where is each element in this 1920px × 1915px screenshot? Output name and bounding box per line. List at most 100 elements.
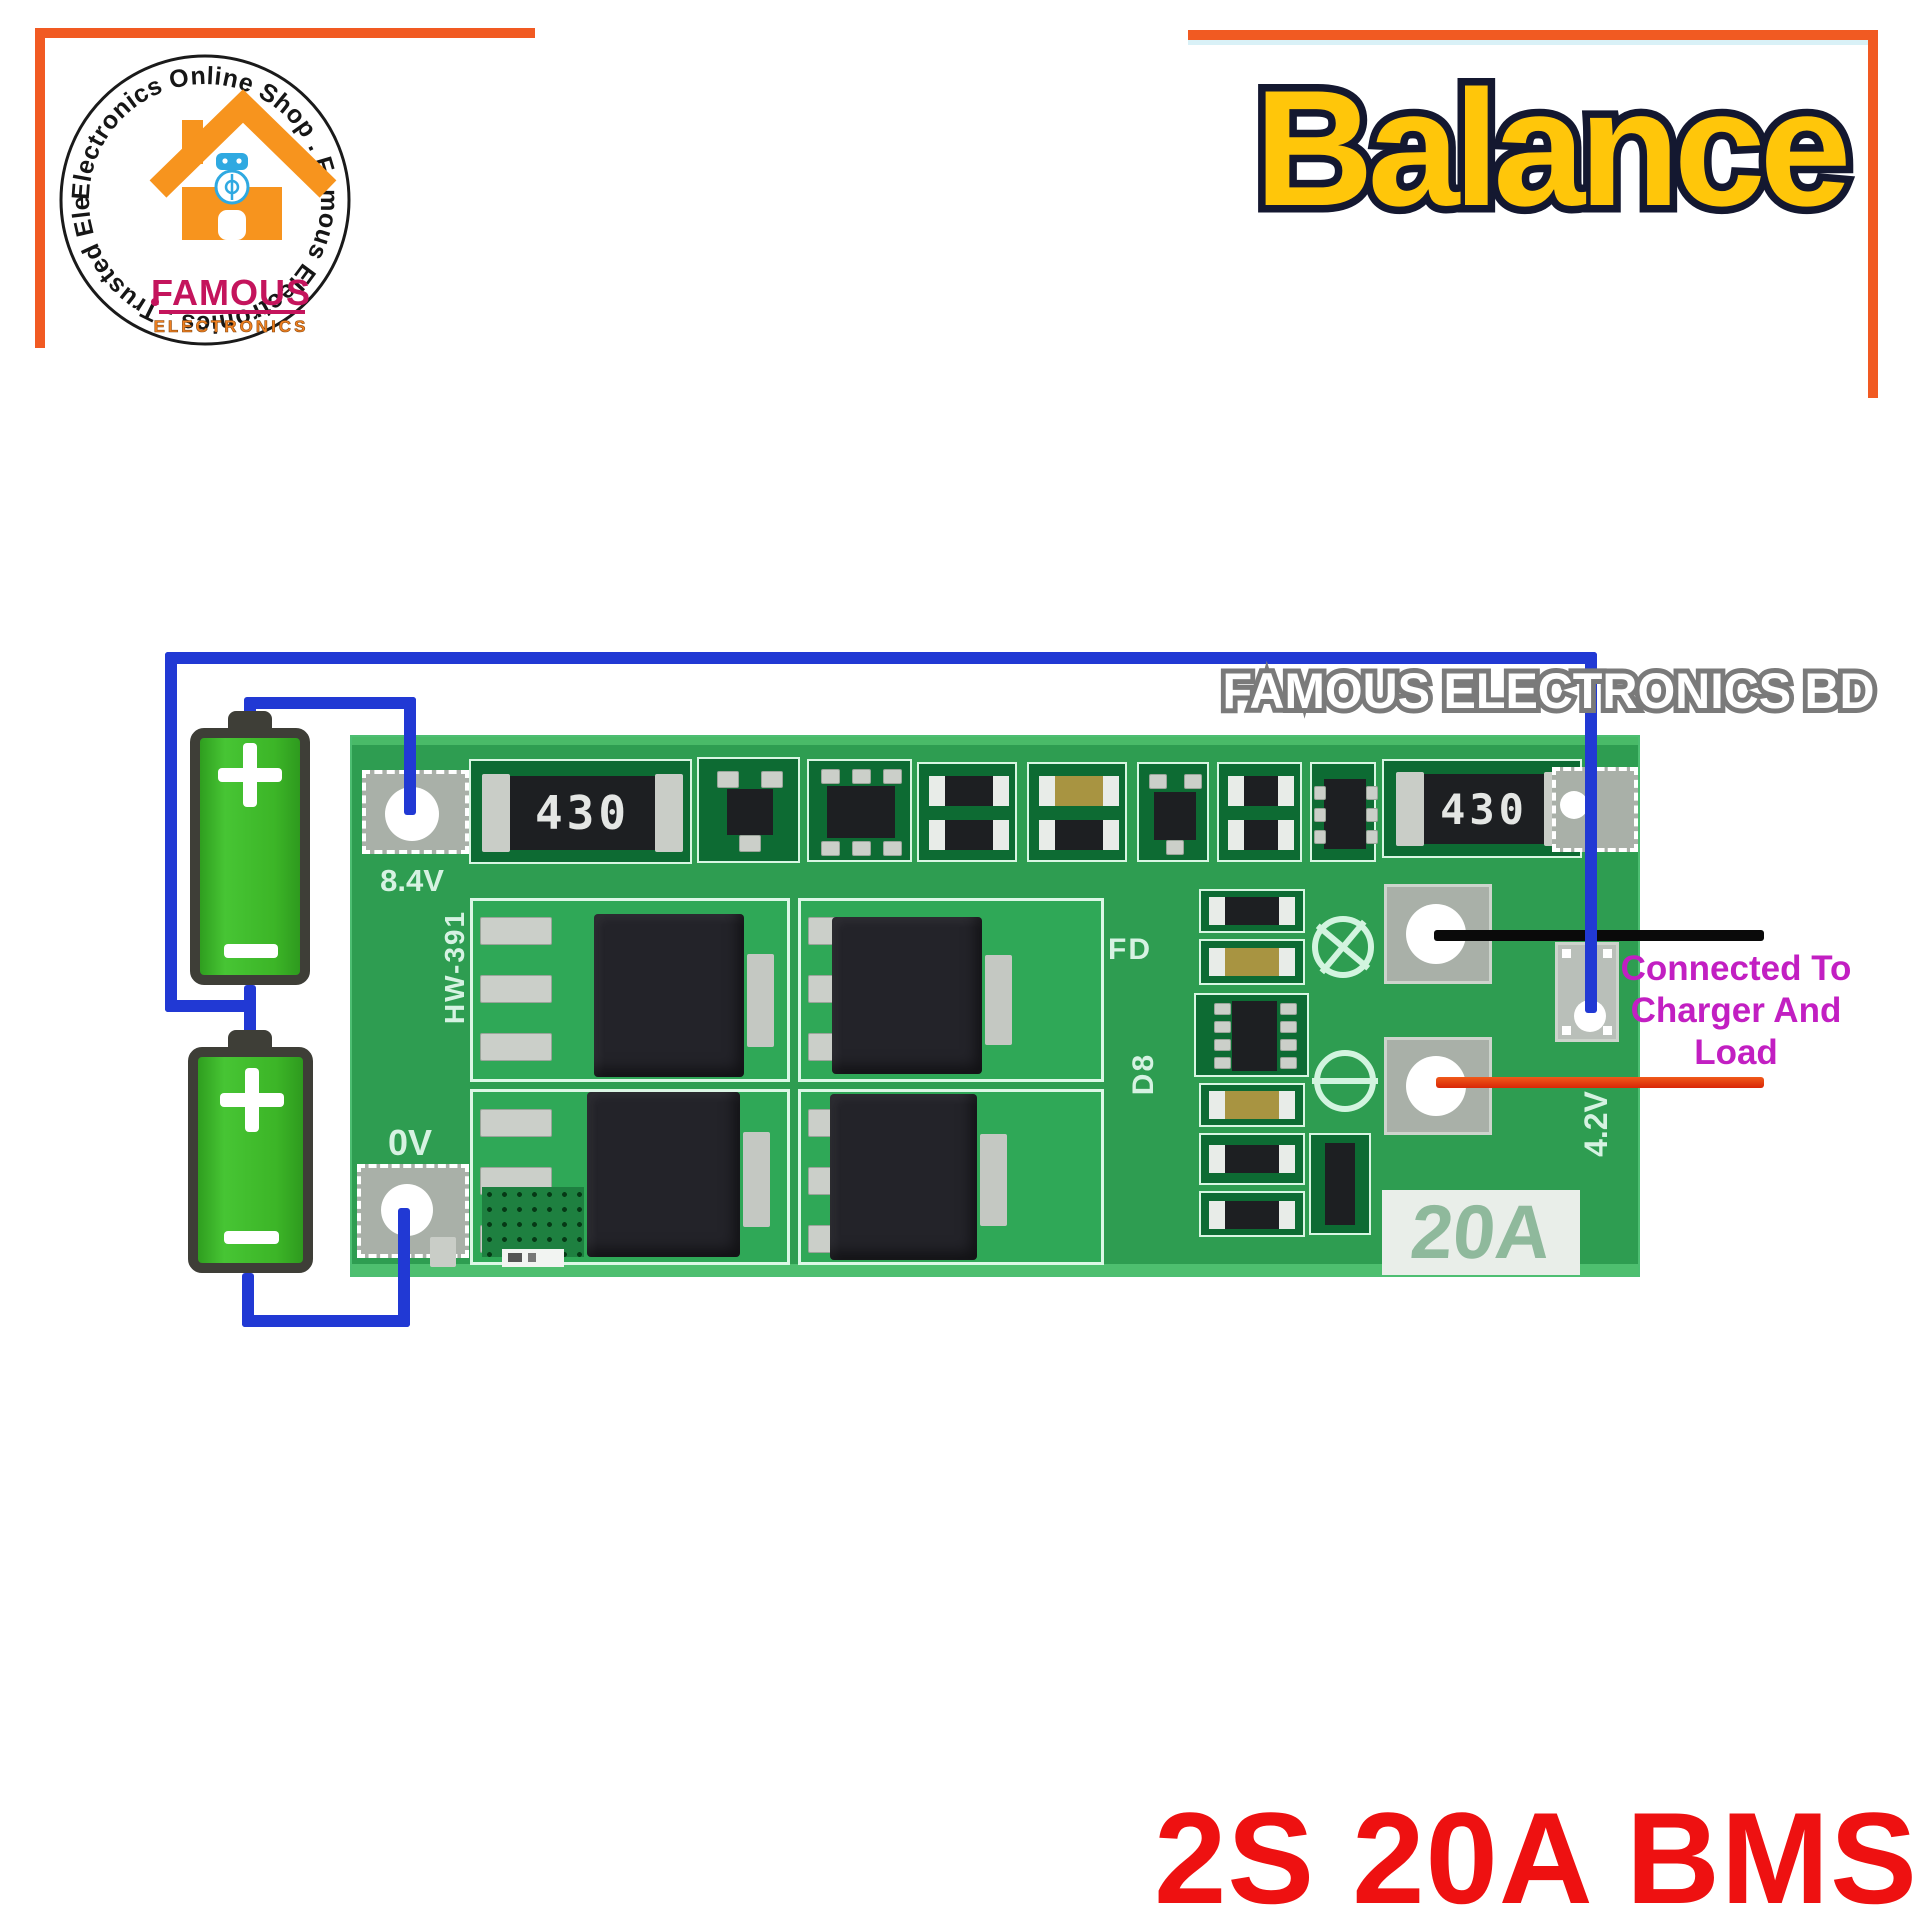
board-top-edge [352, 737, 1638, 745]
label-8v4: 8.4V [380, 863, 444, 898]
wire-blue-into-0vpad [398, 1208, 410, 1327]
resistor-cap [1396, 772, 1424, 846]
transistor-sot23-left [697, 757, 800, 863]
smd-pad [1280, 1021, 1297, 1033]
mosfet [830, 1094, 977, 1260]
smd-pad [1366, 786, 1378, 800]
annotation-line: Connected To [1620, 949, 1852, 988]
ic-body [1324, 779, 1366, 849]
mosfet-tab [747, 954, 774, 1047]
label-d8: D8 [1127, 1052, 1160, 1096]
pad-corner-dot [1603, 1026, 1612, 1035]
frame-right-line [1868, 30, 1878, 398]
smd-pad [883, 769, 902, 784]
smd-pad [852, 841, 871, 856]
resistor-value: 430 [534, 786, 631, 840]
label-model: HW-391 [439, 909, 470, 1025]
wire-blue-outer-left [165, 652, 177, 1012]
minus-symbol [224, 1231, 279, 1244]
smd-pad [1184, 774, 1202, 789]
brand-subname: ELECTRONICS [154, 317, 309, 336]
ic-body [827, 786, 895, 838]
smd-pad [1280, 1057, 1297, 1069]
screw-minus-icon [1312, 1050, 1378, 1112]
mosfet-pin [480, 917, 552, 945]
wire-blue-outer-right [1585, 652, 1597, 1013]
smd-resistor [1199, 1133, 1305, 1185]
pad-top-right-hole [1560, 791, 1588, 819]
smd-pad [739, 835, 761, 852]
smd-pad [1214, 1021, 1231, 1033]
smd-pad [1166, 840, 1184, 855]
smd-resistor [1039, 820, 1119, 850]
smd-pad [1214, 1039, 1231, 1051]
smd-resistor [1228, 776, 1294, 806]
smd-resistor-body [1325, 1143, 1355, 1225]
brand-underline [159, 310, 305, 314]
smd-pad [1314, 786, 1326, 800]
wire-red-pplus [1436, 1077, 1764, 1088]
pad-corner-dot [1562, 1026, 1571, 1035]
smd-pad [1314, 808, 1326, 822]
resistor-cap [482, 774, 510, 852]
smd-pad [1366, 830, 1378, 844]
product-title: 2S 20A BMS [1154, 1785, 1917, 1915]
battery2-terminal [228, 1030, 272, 1052]
ic-sot6-left [807, 759, 912, 862]
board-bottom-edge [352, 1264, 1638, 1275]
resistor-value: 430 [1440, 784, 1528, 834]
robot-icon [216, 153, 248, 170]
watermark: FAMOUS ELECTRONICS BD [1218, 658, 1880, 724]
headline-balance-text: Balance [1255, 56, 1847, 240]
smd-resistor-body [1209, 948, 1295, 976]
annotation-line: Load [1694, 1033, 1778, 1072]
smd-pad [1280, 1003, 1297, 1015]
smd-group-a [917, 762, 1017, 862]
label-fd: FD [1108, 933, 1152, 966]
smd-pad [1149, 774, 1167, 789]
smd-resistor [1199, 1083, 1305, 1127]
mosfet [587, 1092, 740, 1257]
smd-resistor [1199, 889, 1305, 933]
target-emblem-icon [214, 169, 250, 205]
wire-blue-inner-top [244, 697, 416, 709]
mosfet-tab [743, 1132, 770, 1227]
smd-pad [1366, 808, 1378, 822]
smd-pad [821, 769, 840, 784]
smd-pad [821, 841, 840, 856]
via-dot-region [482, 1187, 584, 1257]
smd-resistor-body [1209, 1091, 1295, 1119]
smd-resistor [1199, 939, 1305, 985]
smd-pad [1314, 830, 1326, 844]
headline-balance: Balance [1247, 49, 1860, 248]
mosfet-tab [980, 1134, 1007, 1226]
transistor-body [1154, 792, 1196, 840]
frame-top-right-line [1188, 30, 1878, 40]
transistor-sot23-right [1137, 762, 1209, 862]
wire-black-pminus [1434, 930, 1764, 941]
wire-blue-bottom [242, 1315, 410, 1327]
wire-blue-outer-top [165, 652, 1597, 664]
smd-resistor [929, 820, 1009, 850]
product-title-text: 2S 20A BMS [1154, 1785, 1918, 1915]
smd-resistor [1228, 820, 1294, 850]
pad-corner-dot [1603, 949, 1612, 958]
ic-soic8 [1194, 993, 1309, 1077]
mosfet-pin [480, 1109, 552, 1137]
smd-pad [852, 769, 871, 784]
current-rating-box: 20A [1382, 1190, 1580, 1275]
minus-symbol [224, 944, 278, 958]
brand-dot [151, 298, 159, 306]
frame-left-line [35, 28, 45, 348]
smd-pad [883, 841, 902, 856]
smd-group-c [1217, 762, 1302, 862]
screw-plus-icon [1312, 916, 1374, 978]
mosfet [594, 914, 744, 1077]
resistor-body: 430 [1424, 774, 1544, 844]
smd-group-b [1027, 762, 1127, 862]
smd-resistor [1199, 1191, 1305, 1237]
plus-symbol [243, 743, 257, 807]
smd-pad [1280, 1039, 1297, 1051]
mosfet [832, 917, 982, 1074]
charger-load-annotation: Connected To Charger And Load [1600, 948, 1872, 1074]
